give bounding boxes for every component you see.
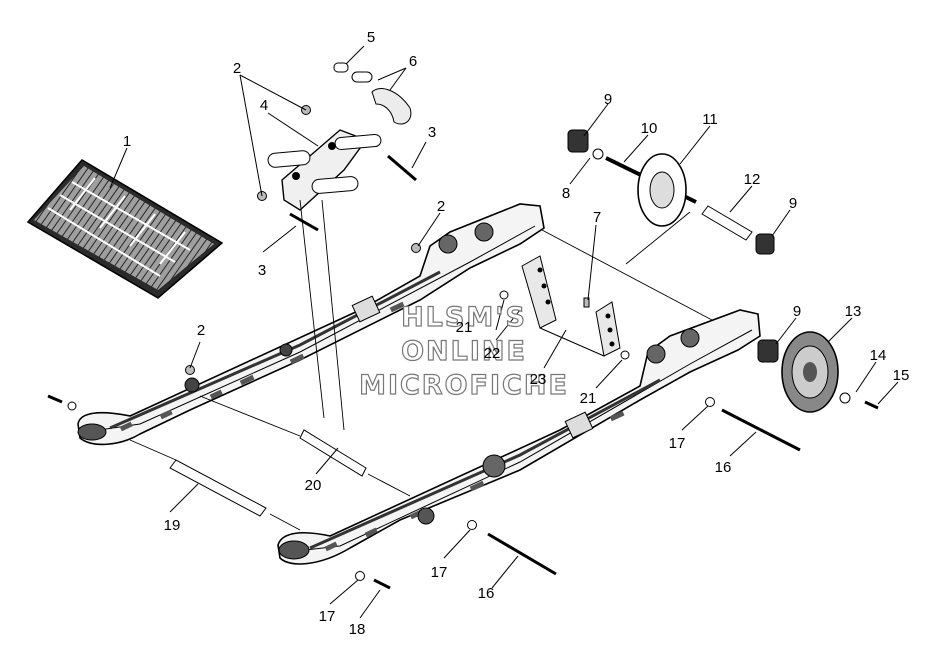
callout-9a: 9 [604,91,612,108]
watermark-line-2: ONLINE [401,336,527,367]
small-hardware [47,62,879,590]
watermark-line-1: HLSM'S [401,302,527,333]
callout-11: 11 [702,111,718,128]
callout-15: 15 [893,367,910,384]
callout-2a: 2 [233,60,241,77]
callout-16a: 16 [715,459,732,476]
callout-13: 13 [845,303,862,320]
idler-wheel-13 [781,331,839,413]
callout-9b: 9 [789,195,797,212]
callout-17a: 17 [669,435,686,452]
wheel-caps [567,129,779,363]
callout-8: 8 [562,185,570,202]
callout-23: 23 [530,371,547,388]
callout-21a: 21 [456,319,473,336]
right-rail [277,309,761,565]
callout-19: 19 [164,517,181,534]
callout-3b: 3 [258,262,266,279]
callout-17b: 17 [431,564,448,581]
suspension-link-part [267,129,382,211]
callout-10: 10 [641,120,658,137]
callout-12: 12 [744,171,761,188]
callout-22: 22 [484,345,501,362]
callout-9c: 9 [793,303,801,320]
callout-2b: 2 [437,198,445,215]
callout-4: 4 [260,97,268,114]
cross-bracket [521,255,621,357]
callout-5: 5 [367,29,375,46]
callout-20: 20 [305,477,322,494]
idler-wheel-11 [637,153,687,227]
callout-6: 6 [409,53,417,70]
callout-16b: 16 [478,585,495,602]
callout-3a: 3 [428,124,436,141]
callout-labels: 1 2 2 2 2 3 3 4 5 6 7 8 9 9 9 10 11 12 1… [123,29,910,638]
callout-7: 7 [593,209,601,226]
left-rail [77,203,545,446]
shafts [169,156,801,576]
callout-14: 14 [870,347,887,364]
callout-1: 1 [123,133,131,150]
callout-18: 18 [349,621,366,638]
watermark: HLSM'S ONLINE MICROFICHE [358,301,569,401]
track-mat-part [26,159,224,299]
callout-21b: 21 [580,390,597,407]
watermark-line-3: MICROFICHE [359,370,569,401]
callout-2c: 2 [197,322,205,339]
leader-lines [109,45,899,619]
callout-17c: 17 [319,608,336,625]
guide-lines [129,199,713,531]
